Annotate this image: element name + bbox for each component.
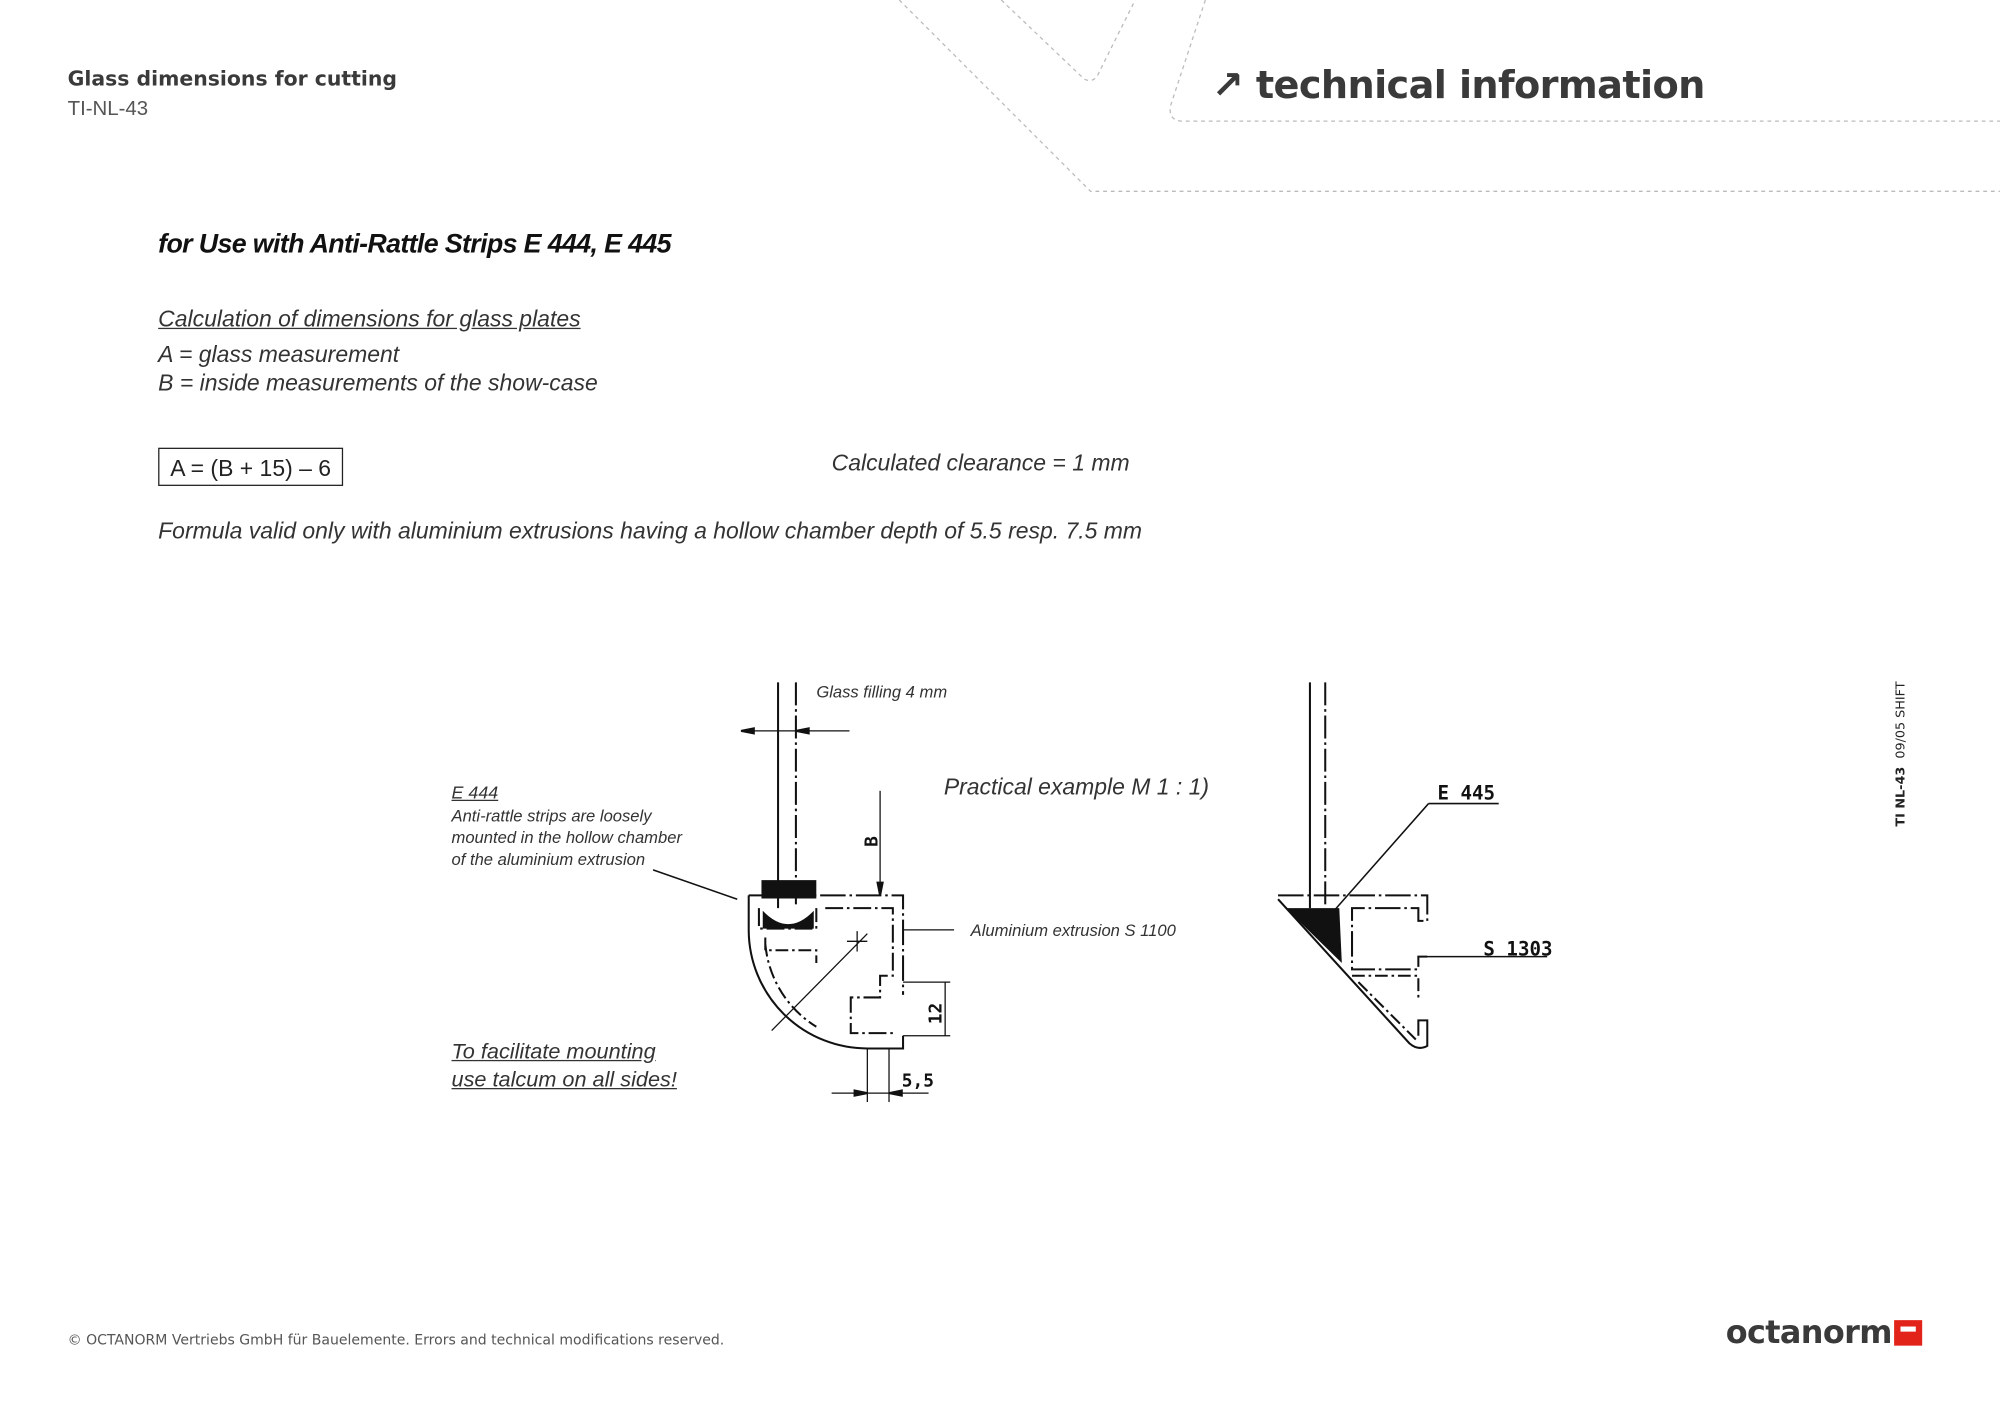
e444-label: E 444 bbox=[451, 781, 499, 803]
side-reference: TI NL-43 09/05 SHIFT bbox=[1894, 681, 1908, 826]
formula-box: A = (B + 15) – 6 bbox=[158, 447, 344, 486]
logo-mark-icon bbox=[1894, 1320, 1923, 1346]
glass-filling-label: Glass filling 4 mm bbox=[816, 683, 947, 702]
validity-note: Formula valid only with aluminium extrus… bbox=[158, 517, 1143, 544]
definition-b: B = inside measurements of the show-case bbox=[158, 369, 598, 396]
calc-heading: Calculation of dimensions for glass plat… bbox=[158, 306, 581, 332]
side-ref-code: TI NL-43 bbox=[1894, 766, 1909, 827]
e444-desc-line: of the aluminium extrusion bbox=[451, 849, 646, 869]
practical-example-label: Practical example M 1 : 1) bbox=[944, 774, 1209, 800]
e444-desc-line: Anti-rattle strips are loosely bbox=[451, 806, 652, 826]
dim-55-label: 5,5 bbox=[902, 1071, 934, 1092]
arrow-up-right-icon: ↗ bbox=[1211, 63, 1244, 109]
document-code: TI-NL-43 bbox=[67, 98, 149, 120]
extrusion-label: Aluminium extrusion S 1100 bbox=[970, 921, 1177, 940]
definition-a: A = glass measurement bbox=[158, 341, 400, 368]
section-heading-text: technical information bbox=[1255, 63, 1706, 109]
header-decor-lines bbox=[898, 0, 2000, 192]
octanorm-logo: octanorm bbox=[1726, 1314, 1923, 1351]
section-heading: ↗ technical information bbox=[1211, 63, 1706, 109]
talcum-tip-line: use talcum on all sides! bbox=[451, 1067, 677, 1092]
s1303-label: S 1303 bbox=[1483, 937, 1552, 960]
drawing-s1303 bbox=[1277, 682, 1548, 1049]
talcum-tip-line: To facilitate mounting bbox=[451, 1039, 656, 1064]
dim-12-label: 12 bbox=[925, 1003, 946, 1025]
copyright: © OCTANORM Vertriebs GmbH für Bauelement… bbox=[67, 1331, 725, 1349]
clearance-text: Calculated clearance = 1 mm bbox=[831, 450, 1130, 476]
dim-b-label: B bbox=[862, 836, 883, 847]
side-ref-rev: 09/05 SHIFT bbox=[1894, 681, 1909, 759]
e445-label: E 445 bbox=[1437, 782, 1495, 805]
e444-desc-line: mounted in the hollow chamber bbox=[451, 827, 682, 847]
page-title: for Use with Anti-Rattle Strips E 444, E… bbox=[158, 229, 671, 259]
drawing-s1100 bbox=[652, 682, 955, 1103]
logo-text: octanorm bbox=[1725, 1313, 1893, 1351]
document-title: Glass dimensions for cutting bbox=[67, 66, 398, 91]
